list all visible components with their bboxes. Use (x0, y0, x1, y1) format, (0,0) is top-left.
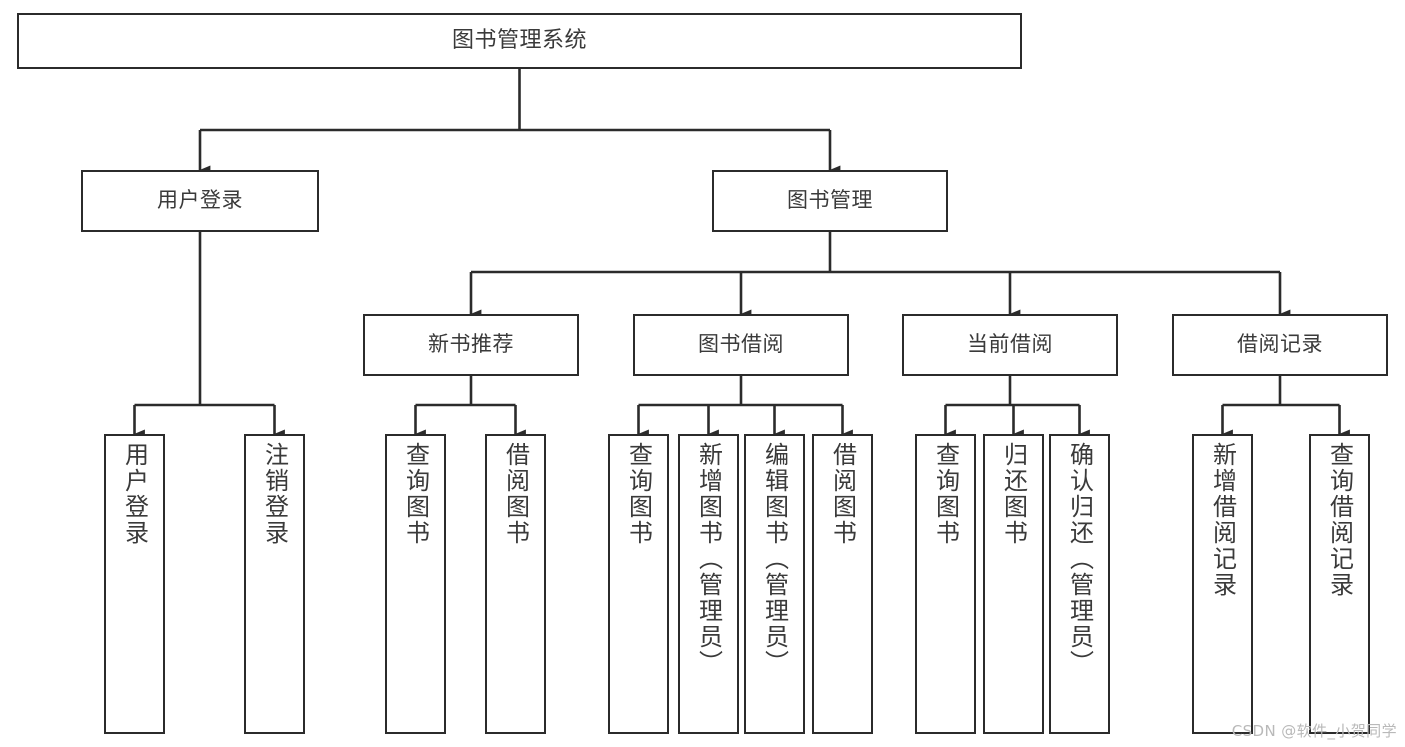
node-leaf-query-book-2[interactable]: 查询图书 (608, 434, 669, 734)
node-leaf-logout[interactable]: 注销登录 (244, 434, 305, 734)
node-label: 新书推荐 (428, 332, 514, 357)
node-book-borrow[interactable]: 图书借阅 (633, 314, 849, 376)
node-current-borrow[interactable]: 当前借阅 (902, 314, 1118, 376)
node-label: 归还图书 (999, 442, 1028, 546)
node-leaf-add-record[interactable]: 新增借阅记录 (1192, 434, 1253, 734)
node-leaf-confirm-ret[interactable]: 确认归还（管理员） (1049, 434, 1110, 734)
node-book-manage[interactable]: 图书管理 (712, 170, 948, 232)
node-label: 查询图书 (931, 442, 960, 546)
node-label: 图书借阅 (698, 332, 784, 357)
node-label: 新增借阅记录 (1208, 442, 1237, 598)
node-leaf-return-book[interactable]: 归还图书 (983, 434, 1044, 734)
node-label: 当前借阅 (967, 332, 1053, 357)
node-label: 图书管理系统 (451, 27, 587, 53)
node-label: 确认归还（管理员） (1065, 442, 1094, 676)
node-user-login[interactable]: 用户登录 (81, 170, 319, 232)
node-label: 借阅图书 (828, 442, 857, 546)
node-leaf-query-record[interactable]: 查询借阅记录 (1309, 434, 1370, 734)
node-root[interactable]: 图书管理系统 (17, 13, 1022, 69)
node-label: 查询图书 (624, 442, 653, 546)
edge-group (133, 69, 1350, 439)
node-label: 用户登录 (157, 188, 243, 213)
node-leaf-edit-book[interactable]: 编辑图书（管理员） (744, 434, 805, 734)
node-label: 查询借阅记录 (1325, 442, 1354, 598)
node-leaf-add-book[interactable]: 新增图书（管理员） (678, 434, 739, 734)
node-label: 编辑图书（管理员） (760, 442, 789, 676)
node-label: 借阅图书 (501, 442, 530, 546)
node-new-book-rec[interactable]: 新书推荐 (363, 314, 579, 376)
node-label: 借阅记录 (1237, 332, 1323, 357)
node-leaf-borrow-book-2[interactable]: 借阅图书 (812, 434, 873, 734)
node-borrow-record[interactable]: 借阅记录 (1172, 314, 1388, 376)
node-label: 用户登录 (120, 442, 149, 546)
node-leaf-query-book-3[interactable]: 查询图书 (915, 434, 976, 734)
node-leaf-user-login[interactable]: 用户登录 (104, 434, 165, 734)
node-leaf-borrow-book-1[interactable]: 借阅图书 (485, 434, 546, 734)
node-label: 图书管理 (787, 188, 873, 213)
node-label: 新增图书（管理员） (694, 442, 723, 676)
node-leaf-query-book-1[interactable]: 查询图书 (385, 434, 446, 734)
node-label: 查询图书 (401, 442, 430, 546)
node-label: 注销登录 (260, 442, 289, 546)
